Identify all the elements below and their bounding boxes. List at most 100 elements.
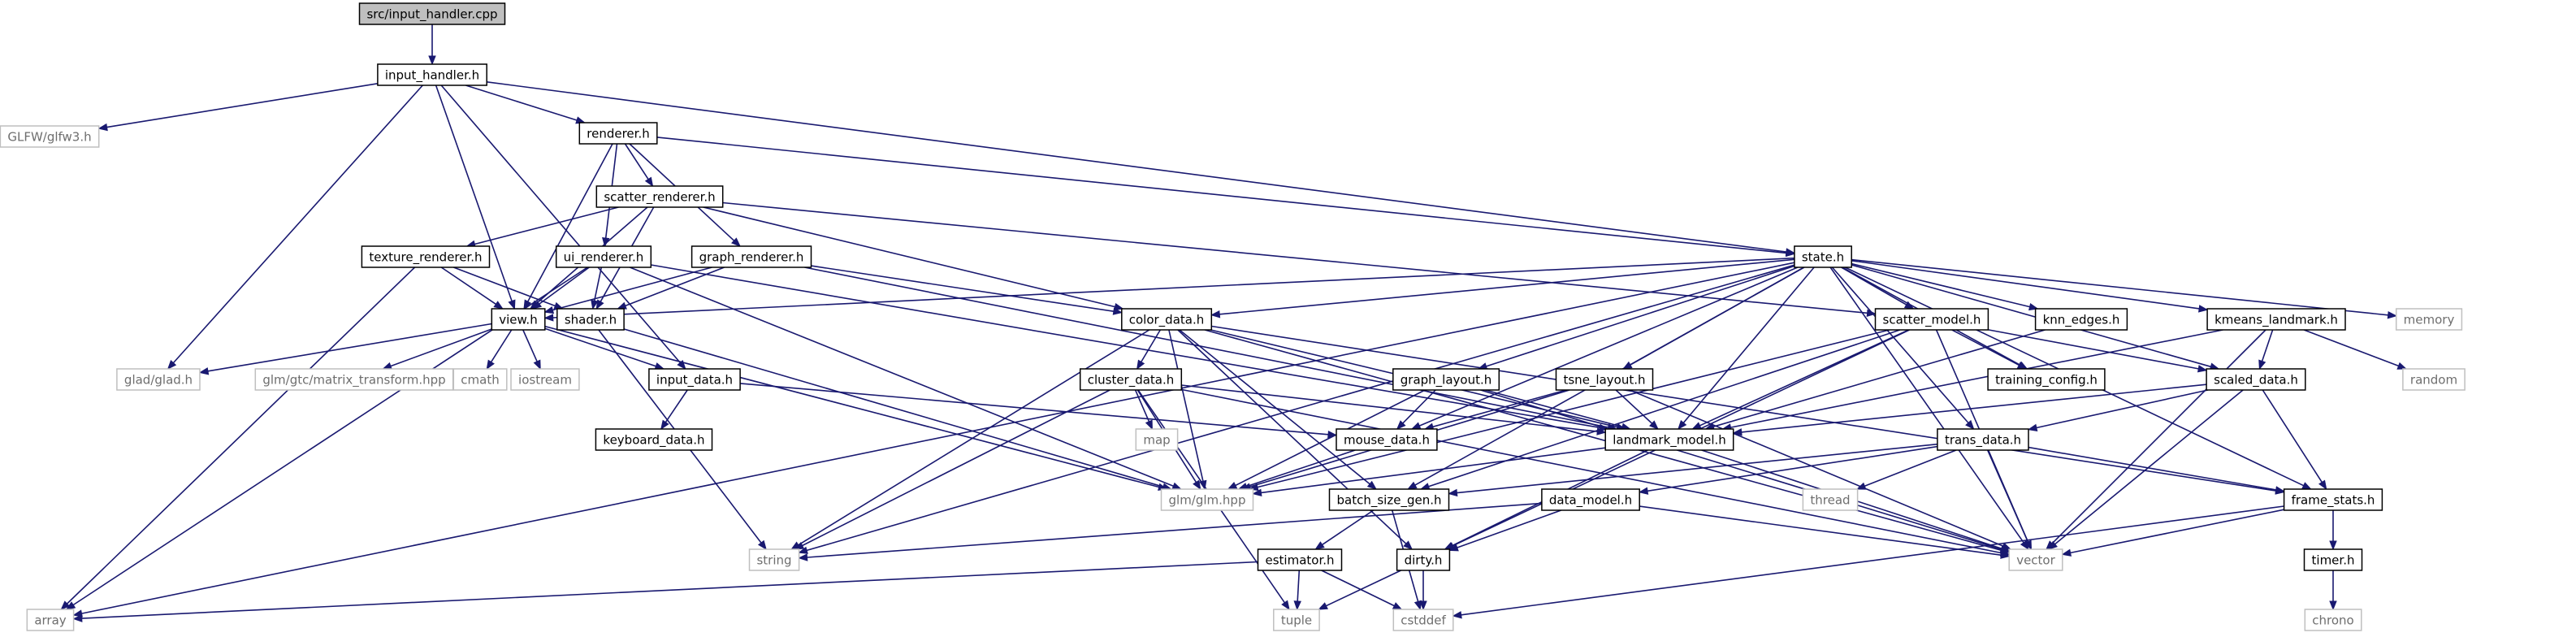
node-label: vector: [2016, 553, 2055, 568]
node-label: tsne_layout.h: [1563, 373, 1645, 388]
edge-line: [2054, 389, 2244, 545]
edge-view_h-to-glm_mt: [382, 328, 492, 370]
edge-arrowhead: [2027, 423, 2038, 432]
edge-line: [1457, 509, 1562, 548]
edge-arrowhead: [2258, 359, 2266, 370]
edge-trans_data_h-to-frame_stats_h: [2028, 446, 2285, 494]
node-trans-data-h[interactable]: trans_data.h: [1937, 428, 2029, 451]
edge-state_h-to-view_h: [543, 257, 1795, 322]
node-label: shader.h: [565, 313, 617, 327]
node-state-h[interactable]: state.h: [1794, 245, 1852, 268]
node-box: [1135, 428, 1179, 451]
node-landmark-model-h[interactable]: landmark_model.h: [1604, 428, 1734, 451]
edge-line: [1486, 265, 1795, 367]
node-label: state.h: [1802, 250, 1844, 265]
edge-scaled_data_h-to-frame_stats_h: [2262, 389, 2327, 491]
node-scaled-data-h[interactable]: scaled_data.h: [2206, 368, 2306, 391]
node-ui-renderer-h[interactable]: ui_renderer.h: [555, 245, 652, 268]
edge-arrowhead: [1112, 307, 1123, 315]
nodes-layer: src/input_handler.cppinput_handler.hGLFW…: [0, 2, 2466, 631]
node-box: [510, 368, 580, 391]
node-training-config-h[interactable]: training_config.h: [1987, 368, 2106, 391]
edge-line: [1168, 329, 1204, 482]
edge-scatter_renderer_h-to-color_data_h: [703, 206, 1124, 311]
edge-arrowhead: [1999, 544, 2011, 552]
edge-arrowhead: [2197, 365, 2208, 373]
edge-arrowhead: [1407, 481, 1418, 490]
node-array: array: [26, 609, 75, 631]
node-color-data-h[interactable]: color_data.h: [1121, 308, 1213, 331]
edge-cluster_data_h-to-vector: [1181, 388, 2011, 557]
edge-arrowhead: [731, 237, 741, 247]
node-keyboard-data-h[interactable]: keyboard_data.h: [595, 428, 713, 451]
edge-line: [490, 329, 513, 363]
node-vector: vector: [2008, 548, 2063, 571]
edge-line: [656, 136, 1786, 254]
edge-state_h-to-mouse_data_h: [1410, 266, 1799, 430]
node-kmeans-landmark-h[interactable]: kmeans_landmark.h: [2206, 308, 2346, 331]
edge-color_data_h-to-glm_glm: [1168, 329, 1207, 491]
edge-line: [802, 389, 1110, 547]
node-frame-stats-h[interactable]: frame_stats.h: [2283, 488, 2383, 511]
node-scatter-model-h[interactable]: scatter_model.h: [1874, 308, 1989, 331]
node-scatter-renderer-h[interactable]: scatter_renderer.h: [595, 185, 724, 208]
node-view-h[interactable]: view.h: [491, 308, 546, 331]
edge-line: [1851, 258, 2388, 316]
node-dirty-h[interactable]: dirty.h: [1396, 548, 1451, 571]
edge-line: [665, 389, 688, 423]
edge-line: [1864, 449, 1957, 488]
edge-scatter_model_h-to-landmark_model_h: [1691, 329, 1909, 430]
node-label: landmark_model.h: [1613, 433, 1726, 448]
edge-line: [1322, 509, 1375, 546]
edge-arrowhead: [1314, 541, 1325, 550]
node-label: memory: [2404, 313, 2455, 327]
edge-line: [807, 502, 1542, 558]
edge-line: [2262, 389, 2323, 483]
edge-state_h-to-color_data_h: [1210, 258, 1795, 318]
edge-line: [1851, 260, 2200, 310]
node-shader-h[interactable]: shader.h: [556, 308, 625, 331]
node-knn-edges-h[interactable]: knn_edges.h: [2034, 308, 2128, 331]
node-chrono: chrono: [2304, 609, 2362, 631]
edge-input_data_h-to-keyboard_data_h: [660, 389, 688, 431]
node-data-model-h[interactable]: data_model.h: [1541, 488, 1640, 511]
node-mouse-data-h[interactable]: mouse_data.h: [1336, 428, 1438, 451]
node-estimator-h[interactable]: estimator.h: [1257, 548, 1343, 571]
edge-line: [1297, 570, 1301, 602]
node-src-input-handler[interactable]: src/input_handler.cpp: [358, 2, 506, 25]
edge-line: [207, 323, 492, 372]
edge-arrowhead: [1732, 428, 1743, 436]
node-graph-renderer-h[interactable]: graph_renderer.h: [691, 245, 812, 268]
edge-arrowhead: [533, 359, 541, 370]
node-label: glm/glm.hpp: [1169, 493, 1246, 508]
node-box: [1336, 428, 1438, 451]
node-box: [595, 428, 713, 451]
edge-frame_stats_h-to-cstddef: [1452, 505, 2284, 619]
node-batch-size-gen-h[interactable]: batch_size_gen.h: [1328, 488, 1450, 511]
edge-line: [2036, 389, 2209, 429]
edge-arrowhead: [1227, 482, 1238, 490]
node-map: map: [1135, 428, 1179, 451]
edge-scaled_data_h-to-vector: [2047, 389, 2244, 550]
node-label: array: [34, 613, 66, 628]
node-label: ui_renderer.h: [564, 250, 644, 266]
edge-line: [623, 328, 1164, 488]
node-texture-renderer-h[interactable]: texture_renderer.h: [361, 245, 491, 268]
edge-line: [703, 206, 1115, 308]
node-box: [1392, 609, 1454, 631]
edge-arrowhead: [644, 176, 654, 188]
node-cluster-data-h[interactable]: cluster_data.h: [1079, 368, 1183, 391]
node-timer-h[interactable]: timer.h: [2303, 548, 2363, 571]
node-input-handler-h[interactable]: input_handler.h: [377, 63, 487, 86]
node-graph-layout-h[interactable]: graph_layout.h: [1392, 368, 1500, 391]
node-box: [1257, 548, 1343, 571]
node-tsne-layout-h[interactable]: tsne_layout.h: [1555, 368, 1654, 391]
edge-scaled_data_h-to-landmark_model_h: [1732, 384, 2207, 436]
node-renderer-h[interactable]: renderer.h: [578, 122, 658, 145]
edge-arrowhead: [1171, 482, 1182, 490]
edge-line: [1326, 570, 1401, 607]
node-input-data-h[interactable]: input_data.h: [648, 368, 741, 391]
edge-line: [172, 84, 423, 364]
edge-line: [1461, 505, 2284, 616]
node-box: [254, 368, 454, 391]
